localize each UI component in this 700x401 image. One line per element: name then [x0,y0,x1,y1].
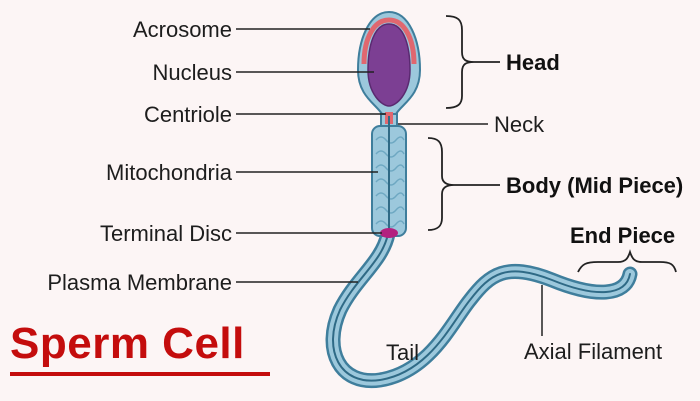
label-centriole: Centriole [144,102,232,127]
end-piece-brace [577,249,677,273]
head-bracket [445,15,500,109]
mitochondria-pattern [375,136,405,228]
nucleus-shape [367,23,411,107]
label-mitochondria: Mitochondria [106,160,233,185]
body-bracket [427,137,500,231]
label-neck: Neck [494,112,545,137]
label-plasma-membrane: Plasma Membrane [47,270,232,295]
label-nucleus: Nucleus [153,60,232,85]
acrosome-cap [361,17,417,65]
terminal-disc-mark [380,228,398,238]
label-head: Head [506,50,560,75]
label-axial-filament: Axial Filament [524,339,662,364]
label-end-piece: End Piece [570,223,675,248]
label-tail: Tail [386,340,419,365]
label-acrosome: Acrosome [133,17,232,42]
label-body-mid-piece: Body (Mid Piece) [506,173,683,198]
title-underline [10,372,270,376]
label-terminal-disc: Terminal Disc [100,221,232,246]
diagram-title: Sperm Cell [10,319,245,368]
axial-filament-line [332,233,631,382]
leader-lines [236,28,543,336]
